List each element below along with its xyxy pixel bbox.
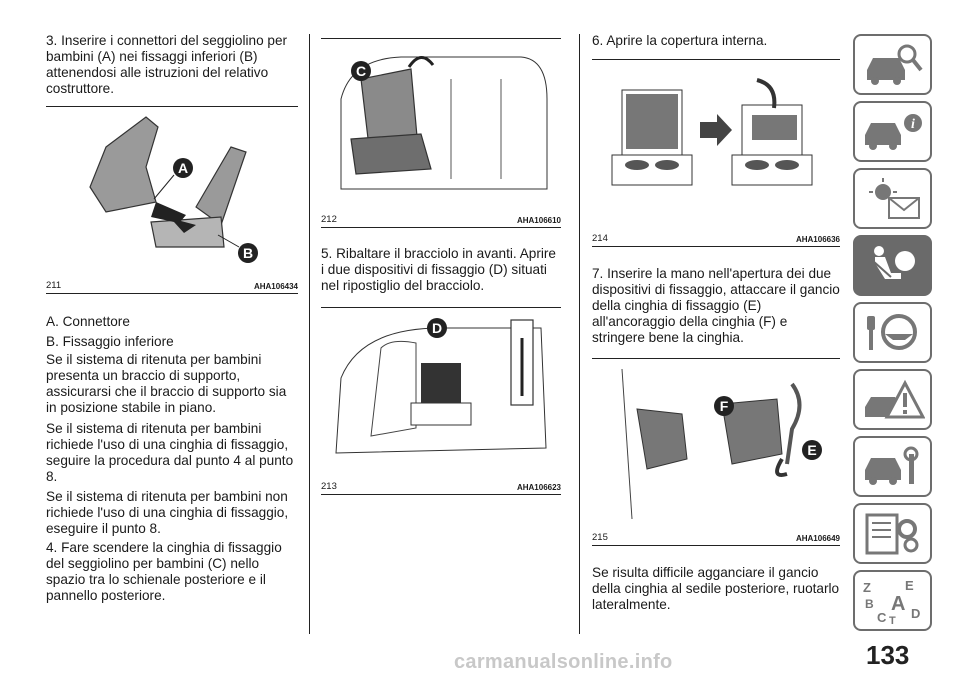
figure-212: C 212 AHA106610: [321, 38, 561, 228]
tab-safety[interactable]: [853, 235, 932, 296]
tab-warning-lights[interactable]: [853, 168, 932, 229]
callout-c-label: C: [356, 63, 366, 79]
figure-code: AHA106610: [516, 216, 561, 225]
figure-number: 212: [321, 214, 337, 225]
callout-f-label: F: [720, 398, 729, 414]
paragraph-2: Se il sistema di ritenuta per bambini ri…: [46, 421, 294, 484]
figure-number: 213: [321, 481, 337, 492]
tab-vehicle-overview[interactable]: [853, 34, 932, 95]
page-number: 133: [866, 640, 910, 670]
svg-text:i: i: [911, 117, 915, 132]
rear-seat-tether-illustration: C: [340, 56, 548, 190]
step-3-text: 3. Inserire i connettori del seggiolino …: [46, 33, 288, 96]
key-steering-wheel-icon: [867, 314, 917, 350]
step-5-text: 5. Ribaltare il bracciolo in avanti. Apr…: [321, 246, 556, 293]
watermark: carmanualsonline.info: [454, 651, 673, 673]
callout-b-badge: [238, 243, 258, 263]
figure-code: AHA106623: [516, 483, 561, 492]
legend-item-b: B. Fissaggio inferiore: [46, 334, 174, 349]
column-divider-1: [309, 34, 310, 634]
tab-emergency[interactable]: [853, 369, 932, 430]
figure-number: 214: [592, 233, 608, 244]
armrest-anchor-illustration: D: [335, 318, 547, 454]
tab-technical-data[interactable]: [853, 503, 932, 564]
step-6-text: 6. Aprire la copertura interna.: [592, 33, 768, 48]
index-letter-c: C: [877, 610, 887, 624]
callout-d-badge: [427, 318, 447, 338]
figure-215: F E 215 AHA106649: [592, 358, 840, 546]
column-divider-2: [579, 34, 580, 634]
spec-sheet-gear-icon: [865, 513, 919, 555]
paragraph-1: Se il sistema di ritenuta per bambini pr…: [46, 352, 287, 415]
callout-e-label: E: [807, 442, 816, 458]
car-magnifier-icon: [867, 44, 923, 85]
figure-211: A B 211 AHA106434: [46, 106, 298, 294]
callout-d-label: D: [432, 320, 442, 336]
car-breakdown-warning-icon: [865, 379, 925, 419]
figure-code: AHA106636: [795, 235, 840, 244]
figure-213: D 213 AHA106623: [321, 307, 561, 495]
car-wrench-icon: [865, 446, 919, 485]
step-7-text: 7. Inserire la mano nell'apertura dei du…: [592, 266, 840, 345]
tether-hook-illustration: F E: [621, 368, 822, 520]
figure-number: 215: [592, 532, 608, 543]
cover-open-illustration: [611, 78, 813, 186]
index-letter-d: D: [911, 606, 920, 621]
callout-f-badge: [714, 396, 734, 416]
callout-a-label: A: [178, 160, 188, 176]
index-letter-b: B: [865, 597, 874, 611]
note-text: Se risulta difficile agganciare il ganci…: [592, 565, 840, 612]
tab-starting-driving[interactable]: [853, 302, 932, 363]
tab-vehicle-info[interactable]: i: [853, 101, 932, 162]
child-seat-anchor-illustration: A B: [89, 116, 258, 263]
figure-code: AHA106649: [795, 534, 840, 543]
chapter-tabs: i: [853, 34, 932, 637]
tab-maintenance[interactable]: [853, 436, 932, 497]
tab-index[interactable]: Z E B A C T D: [853, 570, 932, 631]
callout-a-badge: [173, 158, 193, 178]
index-letter-z: Z: [863, 580, 871, 595]
car-info-icon: i: [865, 114, 922, 150]
index-letter-e: E: [905, 578, 914, 593]
figure-214: 214 AHA106636: [592, 59, 840, 247]
figure-number: 211: [46, 280, 62, 291]
legend-item-a: A. Connettore: [46, 314, 130, 329]
step-4-text: 4. Fare scendere la cinghia di fissaggio…: [46, 540, 282, 603]
warning-light-envelope-icon: [869, 178, 920, 219]
figure-code: AHA106434: [253, 282, 298, 291]
index-letter-a: A: [891, 593, 905, 615]
alphabet-index-icon: Z E B A C T D: [863, 578, 920, 624]
callout-c-badge: [351, 61, 371, 81]
index-letter-t: T: [889, 615, 896, 624]
callout-b-label: B: [243, 245, 253, 261]
seat-airbag-icon: [872, 246, 915, 279]
callout-e-badge: [802, 440, 822, 460]
paragraph-3: Se il sistema di ritenuta per bambini no…: [46, 489, 289, 536]
